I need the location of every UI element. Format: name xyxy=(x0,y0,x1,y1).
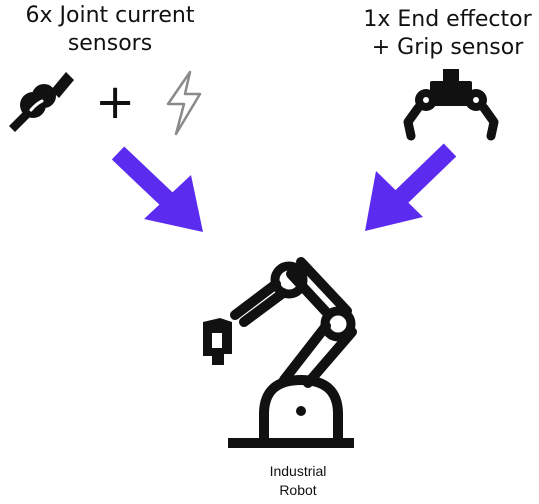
end-effector-title: 1x End effector + Grip sensor xyxy=(363,7,532,60)
gripper-icon xyxy=(403,69,499,141)
robot-label: Industrial Robot xyxy=(269,463,327,498)
plus-sign: + xyxy=(95,74,136,130)
joint-sensors-title: 6x Joint current sensors xyxy=(25,3,195,56)
industrial-robot-icon xyxy=(203,257,357,448)
lightning-icon xyxy=(166,70,202,136)
joint-icon xyxy=(9,72,74,132)
